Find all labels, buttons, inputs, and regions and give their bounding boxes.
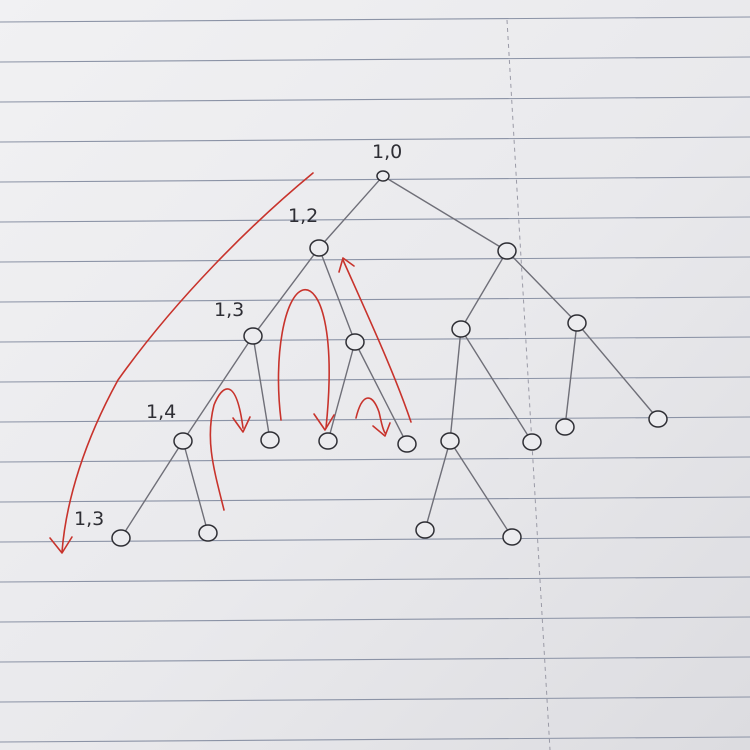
traversal-arrow (277, 289, 330, 429)
tree-node (502, 528, 522, 546)
tree-node (522, 433, 542, 451)
tree-node (243, 327, 263, 345)
tree-edge (382, 175, 508, 252)
tree-edge (182, 335, 254, 442)
tree-edge (318, 247, 356, 343)
ruled-line (0, 736, 750, 743)
tree-node (111, 529, 131, 547)
traversal-arrow (355, 397, 386, 434)
ruled-line (0, 416, 750, 423)
ruled-lines (0, 16, 750, 743)
tree-edge (460, 328, 533, 443)
ruled-line (0, 336, 750, 343)
ruled-line (0, 576, 750, 583)
tree-edge (424, 440, 451, 531)
traversal-arrows (49, 172, 412, 554)
node-label-level-2: 1,3 (214, 299, 244, 321)
tree-node (260, 431, 280, 449)
tree-edge (449, 440, 513, 538)
traversal-arrow (61, 172, 314, 553)
margin-line (506, 19, 551, 750)
ruled-line (0, 176, 750, 183)
ruled-line (0, 616, 750, 623)
ruled-line (0, 296, 750, 303)
ruled-line (0, 656, 750, 663)
tree-edge (449, 328, 462, 442)
tree-node (440, 432, 460, 450)
ruled-line (0, 16, 750, 23)
tree-node (397, 435, 417, 453)
ruled-line (0, 56, 750, 63)
ruled-line (0, 216, 750, 223)
tree-edge (318, 175, 384, 249)
arrowhead (338, 257, 355, 273)
tree-node (451, 320, 471, 338)
tree-edge (576, 322, 659, 420)
traversal-arrow (342, 259, 412, 423)
tree-node (376, 170, 390, 182)
ruled-line (0, 376, 750, 383)
node-label-level-3: 1,4 (146, 401, 176, 423)
tree-node (309, 239, 329, 257)
tree-edge (252, 335, 271, 441)
ruled-line (0, 256, 750, 263)
tree-edge (354, 341, 408, 445)
tree-edge (506, 250, 578, 324)
tree-edge (460, 250, 508, 330)
tree-nodes (111, 170, 668, 547)
arrowhead (313, 413, 335, 431)
tree-node (318, 432, 338, 450)
tree-node (173, 432, 193, 450)
tree-node (555, 418, 575, 436)
tree-node (198, 524, 218, 542)
tree-node (415, 521, 435, 539)
tree-edge (120, 440, 184, 539)
tree-edge (182, 440, 209, 534)
tree-edge (252, 247, 320, 337)
node-label-level-1: 1,2 (288, 205, 318, 227)
ruled-line (0, 456, 750, 463)
tree-edges (120, 175, 659, 539)
arrowhead (372, 422, 391, 437)
traversal-arrow (209, 388, 244, 511)
node-label-level-4: 1,3 (74, 508, 104, 530)
tree-node (648, 410, 668, 428)
ruled-line (0, 496, 750, 503)
arrowhead (232, 416, 251, 433)
node-labels: 1,0 1,2 1,3 1,4 1,3 (74, 141, 402, 530)
tree-node (497, 242, 517, 260)
tree-node (345, 333, 365, 351)
arrowhead (49, 536, 73, 554)
ruled-line (0, 696, 750, 703)
ruled-line (0, 136, 750, 143)
tree-edge (327, 341, 356, 442)
ruled-line (0, 96, 750, 103)
node-label-root: 1,0 (372, 141, 402, 163)
tree-edge (564, 322, 578, 428)
tree-node (567, 314, 587, 332)
